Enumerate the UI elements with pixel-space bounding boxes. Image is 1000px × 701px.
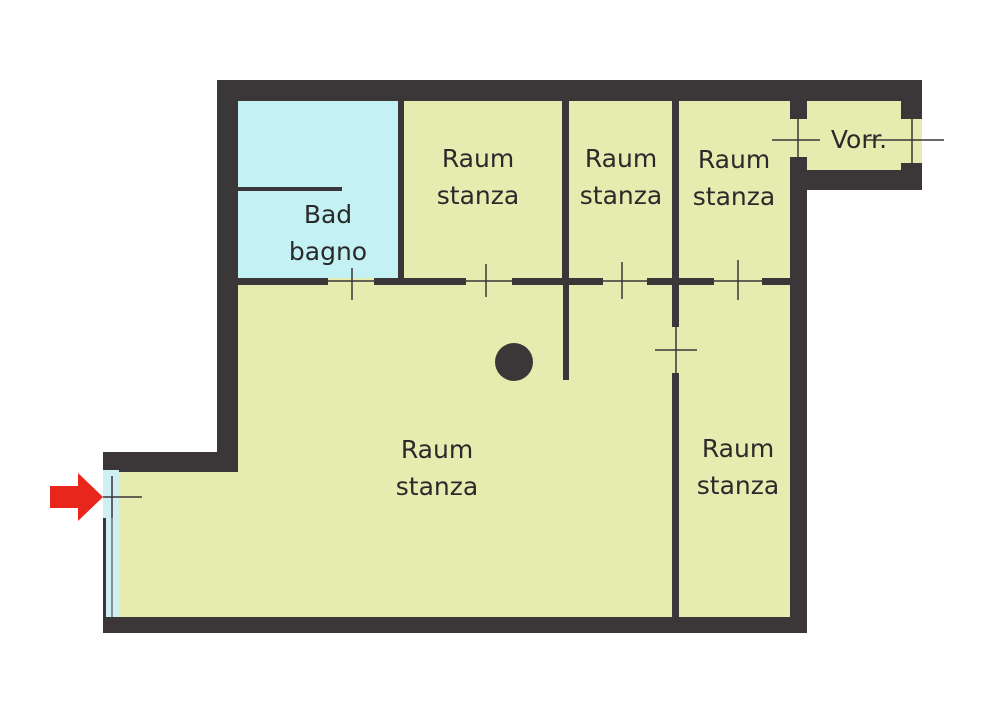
room-top-3-area [679, 101, 790, 278]
door-top-3 [714, 260, 762, 300]
room-right-area [679, 285, 790, 617]
wall-stub [563, 278, 569, 380]
vestibule-area [807, 101, 901, 170]
door-vestibule-inner [772, 119, 820, 160]
column-icon [495, 343, 533, 381]
door-vestibule-outer [866, 119, 944, 163]
entrance-mark [103, 476, 142, 518]
door-bath [328, 268, 374, 300]
room-top-2-area [569, 101, 672, 278]
room-top-1-area [404, 101, 562, 278]
room-label-vestibule: Vorr. [830, 125, 888, 154]
door-top-2 [603, 262, 647, 299]
door-room-right [655, 327, 697, 373]
main-room-area [119, 285, 672, 617]
arrow-right-icon [50, 473, 103, 521]
door-top-1 [466, 264, 512, 297]
entrance-door-gap [103, 470, 119, 518]
bath-partition-line [238, 187, 342, 191]
